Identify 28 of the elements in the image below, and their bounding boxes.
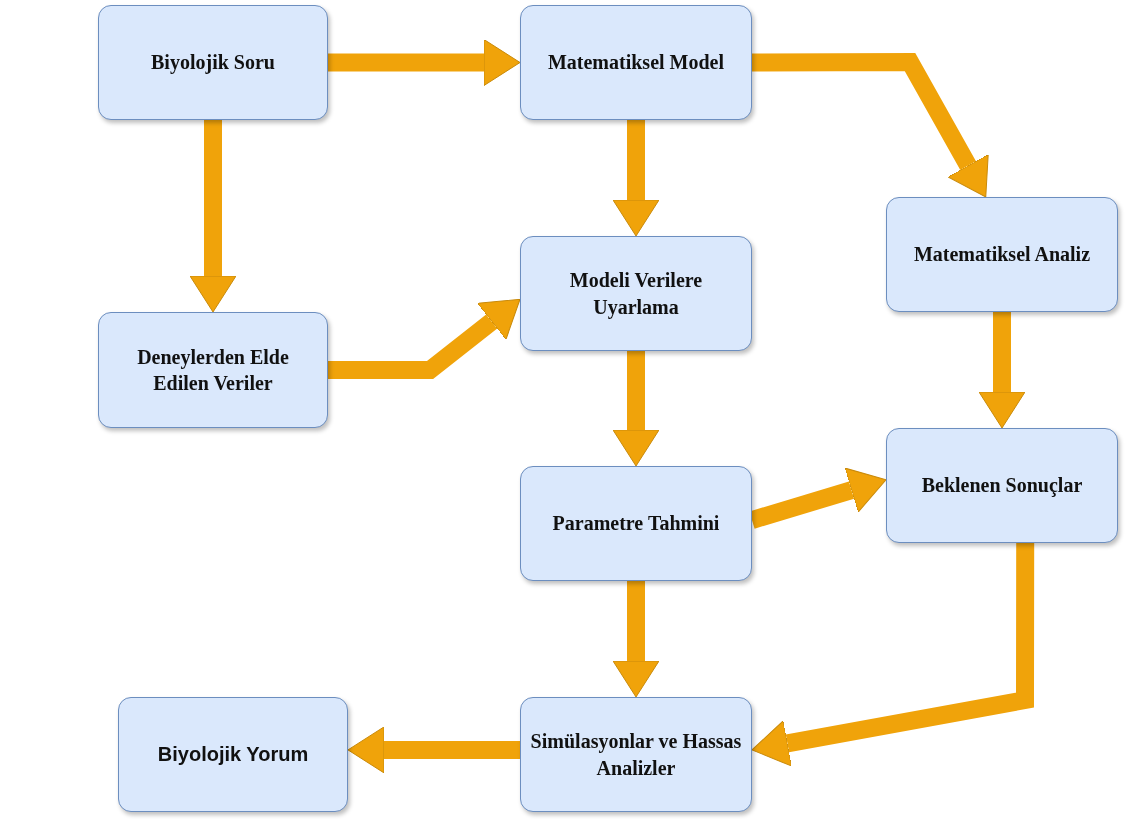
node-label: Simülasyonlar ve Hassas Analizler [529,729,743,781]
arrow [978,312,1026,429]
arrow [189,120,237,313]
process-box [520,697,752,812]
node-label: Parametre Tahmini [551,511,721,537]
process-box [520,236,752,351]
arrow [328,39,521,86]
node-label: Matematiksel Analiz [912,242,1092,268]
arrow [612,351,660,467]
arrow [751,542,1035,767]
process-box [98,312,328,428]
node-label: Deneylerden Elde Edilen Veriler [136,344,290,396]
process-box [886,197,1118,312]
arrow [347,726,520,774]
node-label: Modeli Verilere Uyarlama [568,268,704,320]
node-label: Matematiksel Model [546,50,726,76]
process-box [118,697,348,812]
process-box [98,5,328,120]
arrow [328,298,521,379]
arrow [612,581,660,698]
arrow [751,53,989,198]
node-label: Beklenen Sonuçlar [920,473,1084,499]
process-box [886,428,1118,543]
node-label: Biyolojik Soru [150,50,276,76]
node-label: Biyolojik Yorum [156,742,310,768]
arrow [612,120,660,237]
process-box [520,5,752,120]
process-box [520,466,752,581]
